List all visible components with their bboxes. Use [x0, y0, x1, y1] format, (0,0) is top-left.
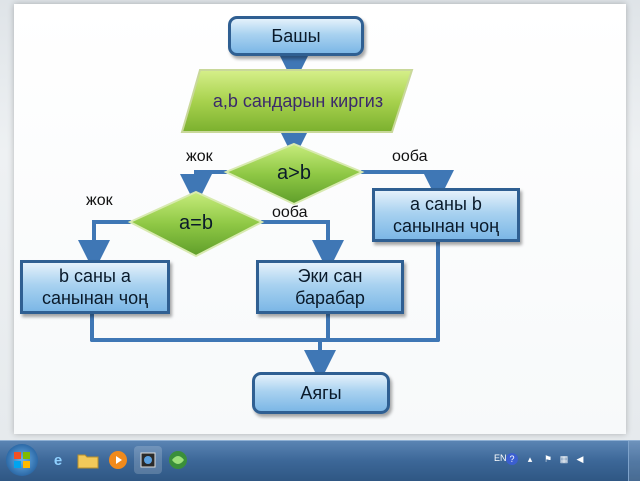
end-node: Аягы [252, 372, 390, 414]
condition1-yes-label: ооба [392, 148, 428, 165]
browser-icon[interactable] [164, 446, 192, 474]
internet-explorer-icon[interactable]: e [53, 451, 63, 469]
arrow-cond2-yes [260, 220, 344, 272]
condition2-yes-label: ооба [272, 204, 308, 221]
result-b-greater-node: b саны а санынан чоң [20, 260, 170, 314]
desktop-area: Башы a,b сандарын киргиз a>b жок ооба a=… [0, 0, 640, 440]
taskbar: e EN ? ▴ ⚑ ▦ ◀ [0, 440, 640, 481]
input-label: a,b сандарын киргиз [212, 91, 384, 111]
condition1-no-label: жок [186, 148, 213, 165]
network-icon[interactable]: ▦ [559, 453, 569, 464]
result-a-greater-label: а саны b санынан чоң [392, 194, 500, 236]
condition2-node: a=b [156, 210, 236, 236]
start-label: Башы [271, 26, 321, 46]
condition1-node: a>b [254, 160, 334, 186]
media-player-icon[interactable] [104, 446, 132, 474]
end-label: Аягы [300, 383, 342, 403]
app-icon[interactable] [134, 446, 162, 474]
arrow-tray-icon[interactable]: ▴ [527, 453, 533, 464]
arrow-cond2-no [78, 220, 132, 272]
help-icon[interactable]: ? [506, 453, 518, 465]
result-equal-node: Эки сан барабар [256, 260, 404, 314]
windows-start-icon[interactable] [6, 444, 38, 476]
condition2-label: a=b [179, 211, 213, 234]
tray-language[interactable]: EN [494, 453, 507, 463]
arrow-cond1-yes [360, 170, 454, 202]
condition1-label: a>b [277, 161, 311, 184]
volume-icon[interactable]: ◀ [576, 453, 584, 464]
result-a-greater-node: а саны b санынан чоң [372, 188, 520, 242]
start-node: Башы [228, 16, 364, 56]
folder-icon[interactable] [74, 446, 102, 474]
input-parallelogram [180, 69, 414, 133]
arrow-cond1-no [180, 170, 228, 206]
flowchart-diagram [78, 52, 454, 382]
condition2-diamond [127, 190, 265, 258]
result-b-greater-label: b саны а санынан чоң [41, 266, 149, 308]
flag-icon[interactable]: ⚑ [543, 453, 553, 464]
input-node: a,b сандарын киргиз [200, 72, 396, 130]
condition2-no-label: жок [86, 192, 113, 209]
result-equal-label: Эки сан барабар [295, 266, 365, 308]
show-desktop-button[interactable] [628, 441, 640, 481]
condition1-diamond [223, 142, 365, 206]
